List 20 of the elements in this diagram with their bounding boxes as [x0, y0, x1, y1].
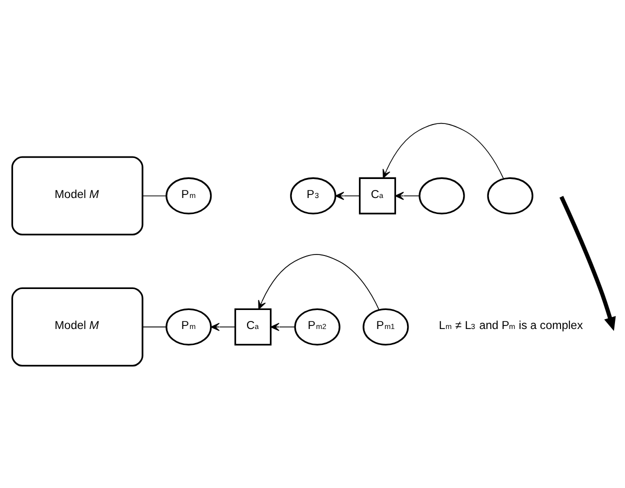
node-box: Model M [11, 286, 144, 366]
connector [142, 326, 167, 327]
arrow [270, 322, 296, 331]
connector [142, 194, 167, 196]
node-circle [418, 176, 465, 214]
node-box: Ca [234, 308, 272, 345]
node-ellipse: Pm [166, 176, 212, 214]
arrow [210, 322, 236, 331]
node-box: Ca [358, 176, 396, 214]
node-ellipse: P3 [290, 176, 336, 214]
label: Lm ≠ L3 and Pm is a complex [438, 320, 583, 332]
node-ellipse: Pm [166, 308, 212, 345]
arrow [394, 191, 420, 200]
node-ellipse: Pm1 [362, 308, 409, 345]
arrow [335, 191, 360, 200]
node-circle [487, 176, 534, 214]
arrow [258, 254, 380, 310]
node-box: Model M [11, 156, 144, 235]
node-ellipse: Pm2 [294, 308, 340, 345]
arrow [382, 122, 504, 179]
